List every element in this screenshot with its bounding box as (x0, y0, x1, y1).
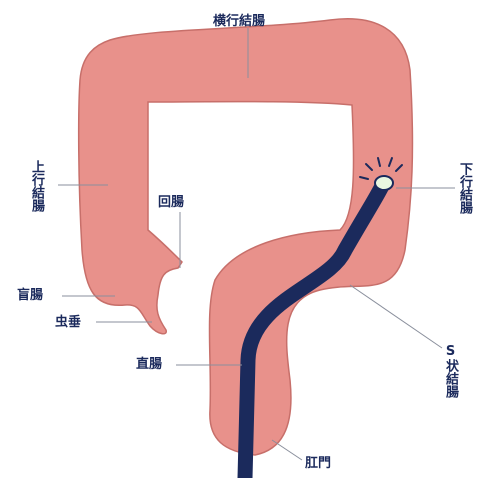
endoscope-tip (375, 176, 393, 190)
label-appendix: 虫垂 (55, 316, 81, 329)
label-anus: 肛門 (305, 457, 331, 470)
label-descending-colon: 下行結腸 (458, 162, 471, 214)
label-rectum: 直腸 (136, 358, 162, 371)
label-ileum: 回腸 (158, 196, 184, 209)
label-transverse-colon: 横行結腸 (213, 15, 265, 28)
label-ascending-colon: 上行結腸 (30, 160, 43, 212)
label-cecum: 盲腸 (17, 289, 43, 302)
label-sigmoid-colon: S状結腸 (444, 344, 457, 398)
